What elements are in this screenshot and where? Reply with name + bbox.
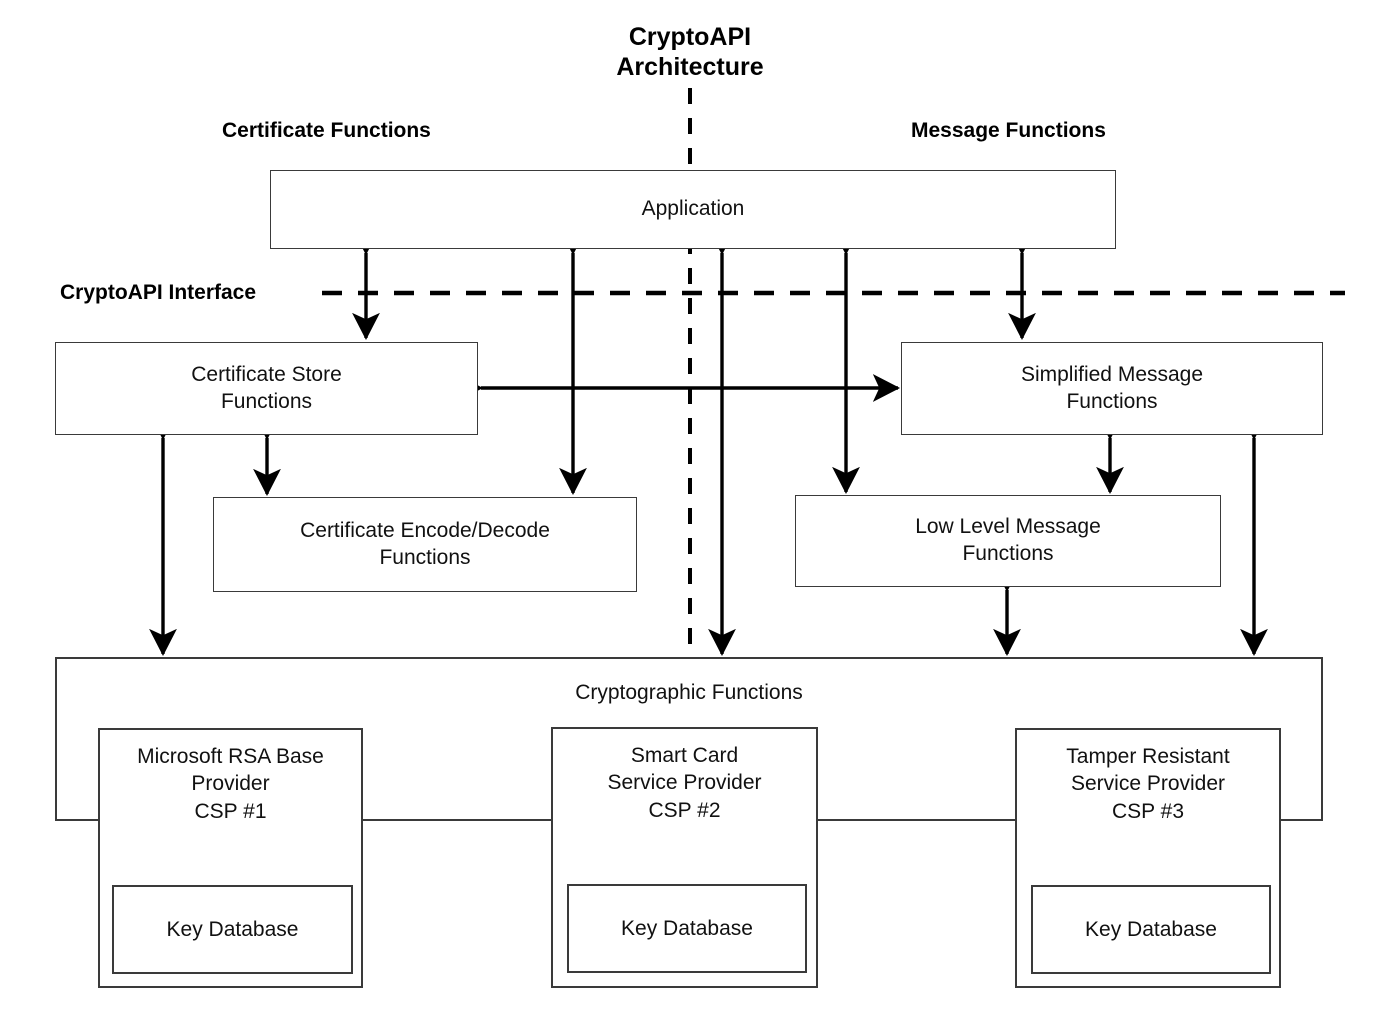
provider-csp-2-title: Smart Card Service Provider CSP #2 — [607, 744, 762, 822]
section-label-certificate-functions: Certificate Functions — [222, 119, 431, 142]
cryptographic-functions-label: Cryptographic Functions — [575, 681, 803, 704]
label-cryptoapi-interface: CryptoAPI Interface — [60, 281, 257, 304]
provider-csp-2: Smart Card Service Provider CSP #2 Key D… — [551, 727, 818, 988]
node-application: Application — [270, 170, 1116, 249]
provider-csp-3: Tamper Resistant Service Provider CSP #3… — [1015, 728, 1281, 988]
node-simplified-message-functions: Simplified Message Functions — [901, 342, 1323, 435]
provider-csp-1: Microsoft RSA Base Provider CSP #1 Key D… — [98, 728, 363, 988]
provider-csp-2-key-database: Key Database — [567, 884, 807, 973]
provider-csp-1-key-database: Key Database — [112, 885, 353, 974]
node-low-level-message-functions: Low Level Message Functions — [795, 495, 1221, 587]
node-certificate-store-functions: Certificate Store Functions — [55, 342, 478, 435]
section-label-message-functions: Message Functions — [911, 119, 1106, 142]
node-certificate-encode-decode-functions: Certificate Encode/Decode Functions — [213, 497, 637, 592]
provider-csp-3-key-database: Key Database — [1031, 885, 1271, 974]
provider-csp-3-title: Tamper Resistant Service Provider CSP #3 — [1066, 745, 1230, 823]
diagram-title: CryptoAPI Architecture — [616, 23, 764, 81]
provider-csp-1-title: Microsoft RSA Base Provider CSP #1 — [137, 745, 324, 823]
